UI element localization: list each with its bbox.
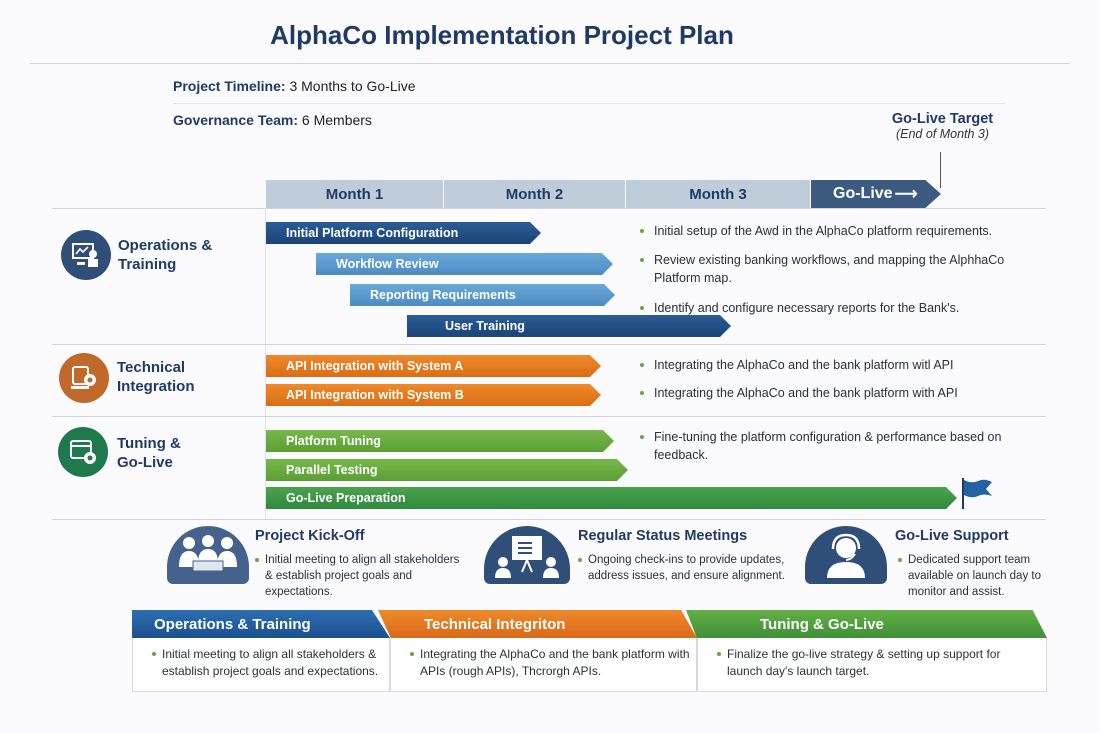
presentation-icon <box>484 526 570 584</box>
team-meeting-icon <box>167 526 249 584</box>
divider <box>173 103 1005 104</box>
meeting-desc: Dedicated support team available on laun… <box>898 552 1058 600</box>
timeline-label: Project Timeline: <box>173 78 286 94</box>
phase-header: Operations & Training <box>132 610 390 638</box>
task-bar[interactable]: User Training <box>407 315 731 337</box>
page-title: AlphaCo Implementation Project Plan <box>270 20 734 50</box>
golive-target-subtitle: (End of Month 3) <box>895 127 990 141</box>
phase-box <box>390 638 697 692</box>
golive-target-title: Go-Live Target <box>891 111 994 127</box>
task-bar[interactable]: Initial Platform Configuration <box>266 222 541 244</box>
task-note: Integrating the AlphaCo and the bank pla… <box>640 356 1040 374</box>
headset-support-icon <box>805 526 887 584</box>
task-bar[interactable]: Platform Tuning <box>266 430 614 452</box>
phase-box <box>697 638 1047 692</box>
section-label-tuning: Tuning &Go-Live <box>117 435 181 471</box>
task-note: Initial setup of the Awd in the AlphaCo … <box>640 222 1040 240</box>
project-timeline: Project Timeline: 3 Months to Go-Live <box>173 78 416 94</box>
monitor-user-icon <box>61 230 111 280</box>
task-note: Review existing banking workflows, and m… <box>640 251 1040 287</box>
meeting-title: Project Kick-Off <box>255 528 365 544</box>
phase-desc: Integrating the AlphaCo and the bank pla… <box>410 646 695 680</box>
timeline-axis <box>265 208 266 519</box>
phase-desc: Initial meeting to align all stakeholder… <box>152 646 384 680</box>
target-marker-line <box>940 152 941 188</box>
task-bar[interactable]: Reporting Requirements <box>350 284 615 306</box>
team-label: Governance Team: <box>173 112 299 128</box>
task-note: Fine-tuning the platform configuration &… <box>640 428 1040 464</box>
meeting-desc: Ongoing check-ins to provide updates, ad… <box>578 552 798 584</box>
governance-team: Governance Team: 6 Members <box>173 112 372 128</box>
task-bar[interactable]: API Integration with System B <box>266 384 601 406</box>
task-bar[interactable]: API Integration with System A <box>266 355 601 377</box>
team-value: 6 Members <box>301 112 372 128</box>
task-bar[interactable]: Parallel Testing <box>266 459 628 481</box>
month-3-header: Month 3 <box>626 180 810 208</box>
golive-header: Go-Live⟶ <box>811 180 941 208</box>
timeline-value: 3 Months to Go-Live <box>289 78 416 94</box>
computer-gear-icon <box>59 353 109 403</box>
golive-header-label: Go-Live <box>833 185 893 202</box>
arrow-right-icon: ⟶ <box>894 186 918 203</box>
task-bar[interactable]: Workflow Review <box>316 253 613 275</box>
meeting-title: Go-Live Support <box>895 528 1009 544</box>
phase-desc: Finalize the go-live strategy & setting … <box>717 646 1037 680</box>
section-label-operations: Operations &Training <box>118 237 213 273</box>
divider <box>52 208 1046 209</box>
task-note: Integrating the AlphaCo and the bank pla… <box>640 384 1040 402</box>
task-note: Identify and configure necessary reports… <box>640 299 1040 317</box>
task-bar[interactable]: Go-Live Preparation <box>266 487 957 509</box>
flag-icon <box>962 478 992 509</box>
month-1-header: Month 1 <box>266 180 443 208</box>
month-2-header: Month 2 <box>444 180 625 208</box>
meeting-desc: Initial meeting to align all stakeholder… <box>255 552 470 600</box>
phase-box <box>132 638 390 692</box>
divider <box>30 63 1070 64</box>
meeting-title: Regular Status Meetings <box>578 528 748 544</box>
divider <box>52 519 1046 520</box>
divider <box>52 416 1046 417</box>
phase-header: Tuning & Go-Live <box>686 610 1047 638</box>
window-gear-icon <box>58 427 108 477</box>
divider <box>52 344 1046 345</box>
phase-header: Technical Integriton <box>378 610 697 638</box>
golive-target: Go-Live Target (End of Month 3) <box>880 111 1005 141</box>
